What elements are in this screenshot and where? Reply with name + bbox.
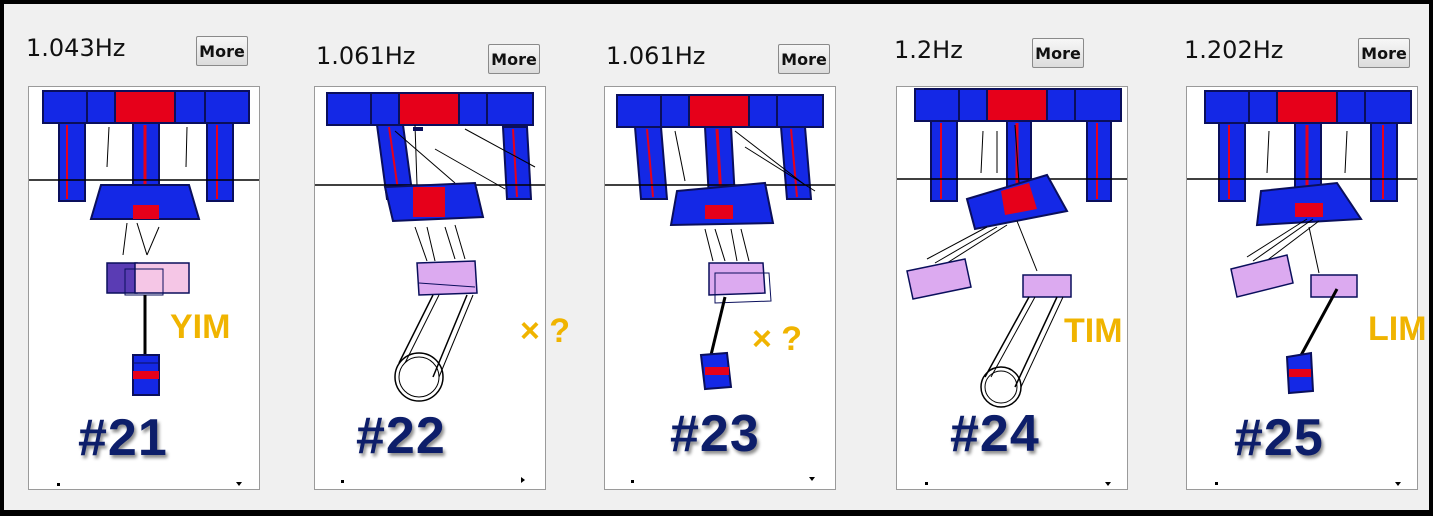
mode-shape-drawing (1187, 90, 1417, 486)
frequency-label: 1.043Hz (26, 34, 126, 62)
mode-shape-canvas[interactable] (1186, 86, 1418, 490)
mode-number: #23 (670, 405, 760, 463)
mode-panel-21: 1.043Hz More (4, 4, 284, 510)
more-button[interactable]: More (1358, 38, 1410, 68)
mode-shape-canvas[interactable] (896, 86, 1128, 490)
mode-shape-canvas[interactable] (28, 86, 260, 490)
more-button[interactable]: More (1032, 38, 1084, 68)
mode-shape-drawing (315, 92, 545, 483)
mode-panel-24: 1.2Hz More (872, 4, 1152, 510)
mode-number: #21 (78, 409, 168, 467)
frequency-label: 1.061Hz (316, 42, 416, 70)
annotation-label: YIM (170, 308, 231, 346)
frequency-label: 1.2Hz (894, 36, 963, 64)
mode-shape-drawing (897, 88, 1127, 486)
more-button[interactable]: More (488, 44, 540, 74)
mode-panel-25: 1.202Hz More (1162, 4, 1429, 510)
frequency-label: 1.202Hz (1184, 36, 1284, 64)
mode-panel-23: 1.061Hz More (582, 4, 862, 510)
mode-shape-canvas[interactable] (314, 86, 546, 490)
mode-shape-drawing (29, 90, 259, 486)
annotation-label: × ? (752, 320, 803, 358)
frequency-label: 1.061Hz (606, 42, 706, 70)
mode-number: #25 (1234, 409, 1324, 467)
annotation-label: TIM (1064, 312, 1123, 350)
mode-shape-canvas[interactable] (604, 86, 836, 490)
mode-shape-viewer: 1.043Hz More (4, 4, 1429, 510)
more-button[interactable]: More (778, 44, 830, 74)
mode-number: #24 (950, 405, 1040, 463)
more-button[interactable]: More (196, 36, 248, 66)
mode-number: #22 (356, 407, 446, 465)
annotation-label: × ? (520, 312, 571, 350)
mode-shape-drawing (605, 94, 835, 483)
mode-panel-22: 1.061Hz More (292, 4, 572, 510)
annotation-label: LIM (1368, 310, 1427, 348)
